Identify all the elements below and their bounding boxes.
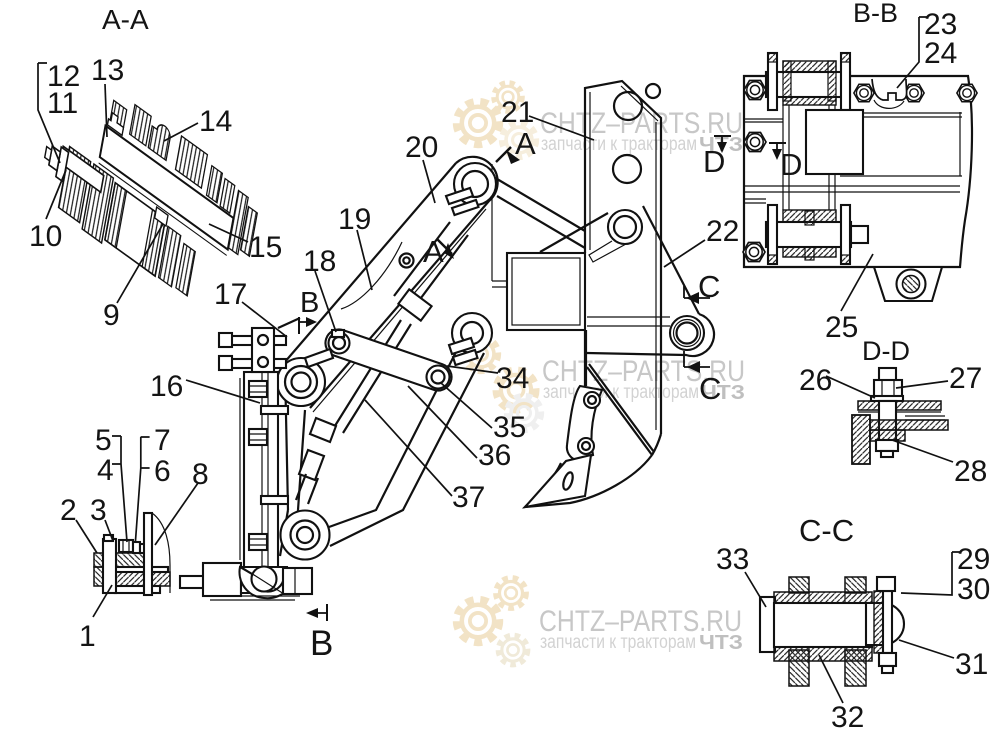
svg-text:16: 16 — [150, 370, 183, 403]
svg-text:2: 2 — [60, 494, 77, 527]
svg-text:31: 31 — [955, 648, 988, 681]
svg-text:12: 12 — [47, 60, 80, 93]
svg-text:запчасти к тракторам: запчасти к тракторам — [543, 382, 699, 403]
svg-text:29: 29 — [957, 543, 990, 576]
svg-text:24: 24 — [924, 37, 957, 70]
svg-text:D-D: D-D — [862, 336, 910, 366]
svg-text:18: 18 — [303, 245, 336, 278]
svg-text:5: 5 — [95, 424, 112, 457]
svg-text:15: 15 — [249, 231, 282, 264]
svg-text:3: 3 — [90, 494, 107, 527]
svg-text:7: 7 — [154, 424, 171, 457]
svg-text:CHTZ–PARTS.RU: CHTZ–PARTS.RU — [539, 605, 742, 638]
svg-text:25: 25 — [825, 311, 858, 344]
svg-text:B: B — [310, 624, 333, 663]
svg-text:C: C — [699, 371, 721, 406]
svg-text:36: 36 — [478, 439, 511, 472]
svg-text:19: 19 — [338, 203, 371, 236]
svg-text:8: 8 — [192, 458, 209, 491]
svg-text:20: 20 — [405, 131, 438, 164]
svg-text:D: D — [780, 147, 802, 182]
svg-text:ЧТЗ: ЧТЗ — [701, 382, 745, 404]
svg-text:17: 17 — [214, 278, 247, 311]
svg-text:33: 33 — [716, 543, 749, 576]
svg-text:9: 9 — [103, 299, 120, 332]
svg-text:27: 27 — [949, 362, 982, 395]
svg-text:ЧТЗ: ЧТЗ — [699, 632, 743, 654]
svg-text:B-B: B-B — [853, 0, 898, 28]
svg-text:37: 37 — [452, 481, 485, 514]
svg-text:14: 14 — [199, 105, 232, 138]
svg-text:C-C: C-C — [799, 513, 854, 548]
svg-text:35: 35 — [493, 411, 526, 444]
svg-text:CHTZ–PARTS.RU: CHTZ–PARTS.RU — [542, 355, 745, 388]
svg-text:30: 30 — [957, 573, 990, 606]
svg-text:запчасти к тракторам: запчасти к тракторам — [540, 632, 696, 653]
svg-text:D: D — [703, 144, 725, 179]
svg-text:32: 32 — [831, 701, 864, 734]
svg-text:34: 34 — [496, 362, 529, 395]
svg-text:A-A: A-A — [102, 4, 149, 35]
svg-text:11: 11 — [47, 87, 78, 120]
svg-text:22: 22 — [706, 215, 739, 248]
svg-text:1: 1 — [79, 620, 96, 653]
svg-text:26: 26 — [799, 364, 832, 397]
svg-text:6: 6 — [154, 455, 171, 488]
svg-text:запчасти к тракторам: запчасти к тракторам — [541, 134, 697, 155]
svg-text:B: B — [300, 287, 319, 319]
svg-text:13: 13 — [91, 54, 124, 87]
svg-text:21: 21 — [501, 96, 534, 129]
svg-text:A: A — [515, 126, 536, 161]
svg-text:C: C — [698, 269, 720, 304]
svg-text:4: 4 — [97, 454, 114, 487]
svg-text:A: A — [423, 234, 444, 269]
svg-text:23: 23 — [924, 8, 957, 41]
svg-text:10: 10 — [29, 220, 62, 253]
svg-text:28: 28 — [954, 455, 987, 488]
